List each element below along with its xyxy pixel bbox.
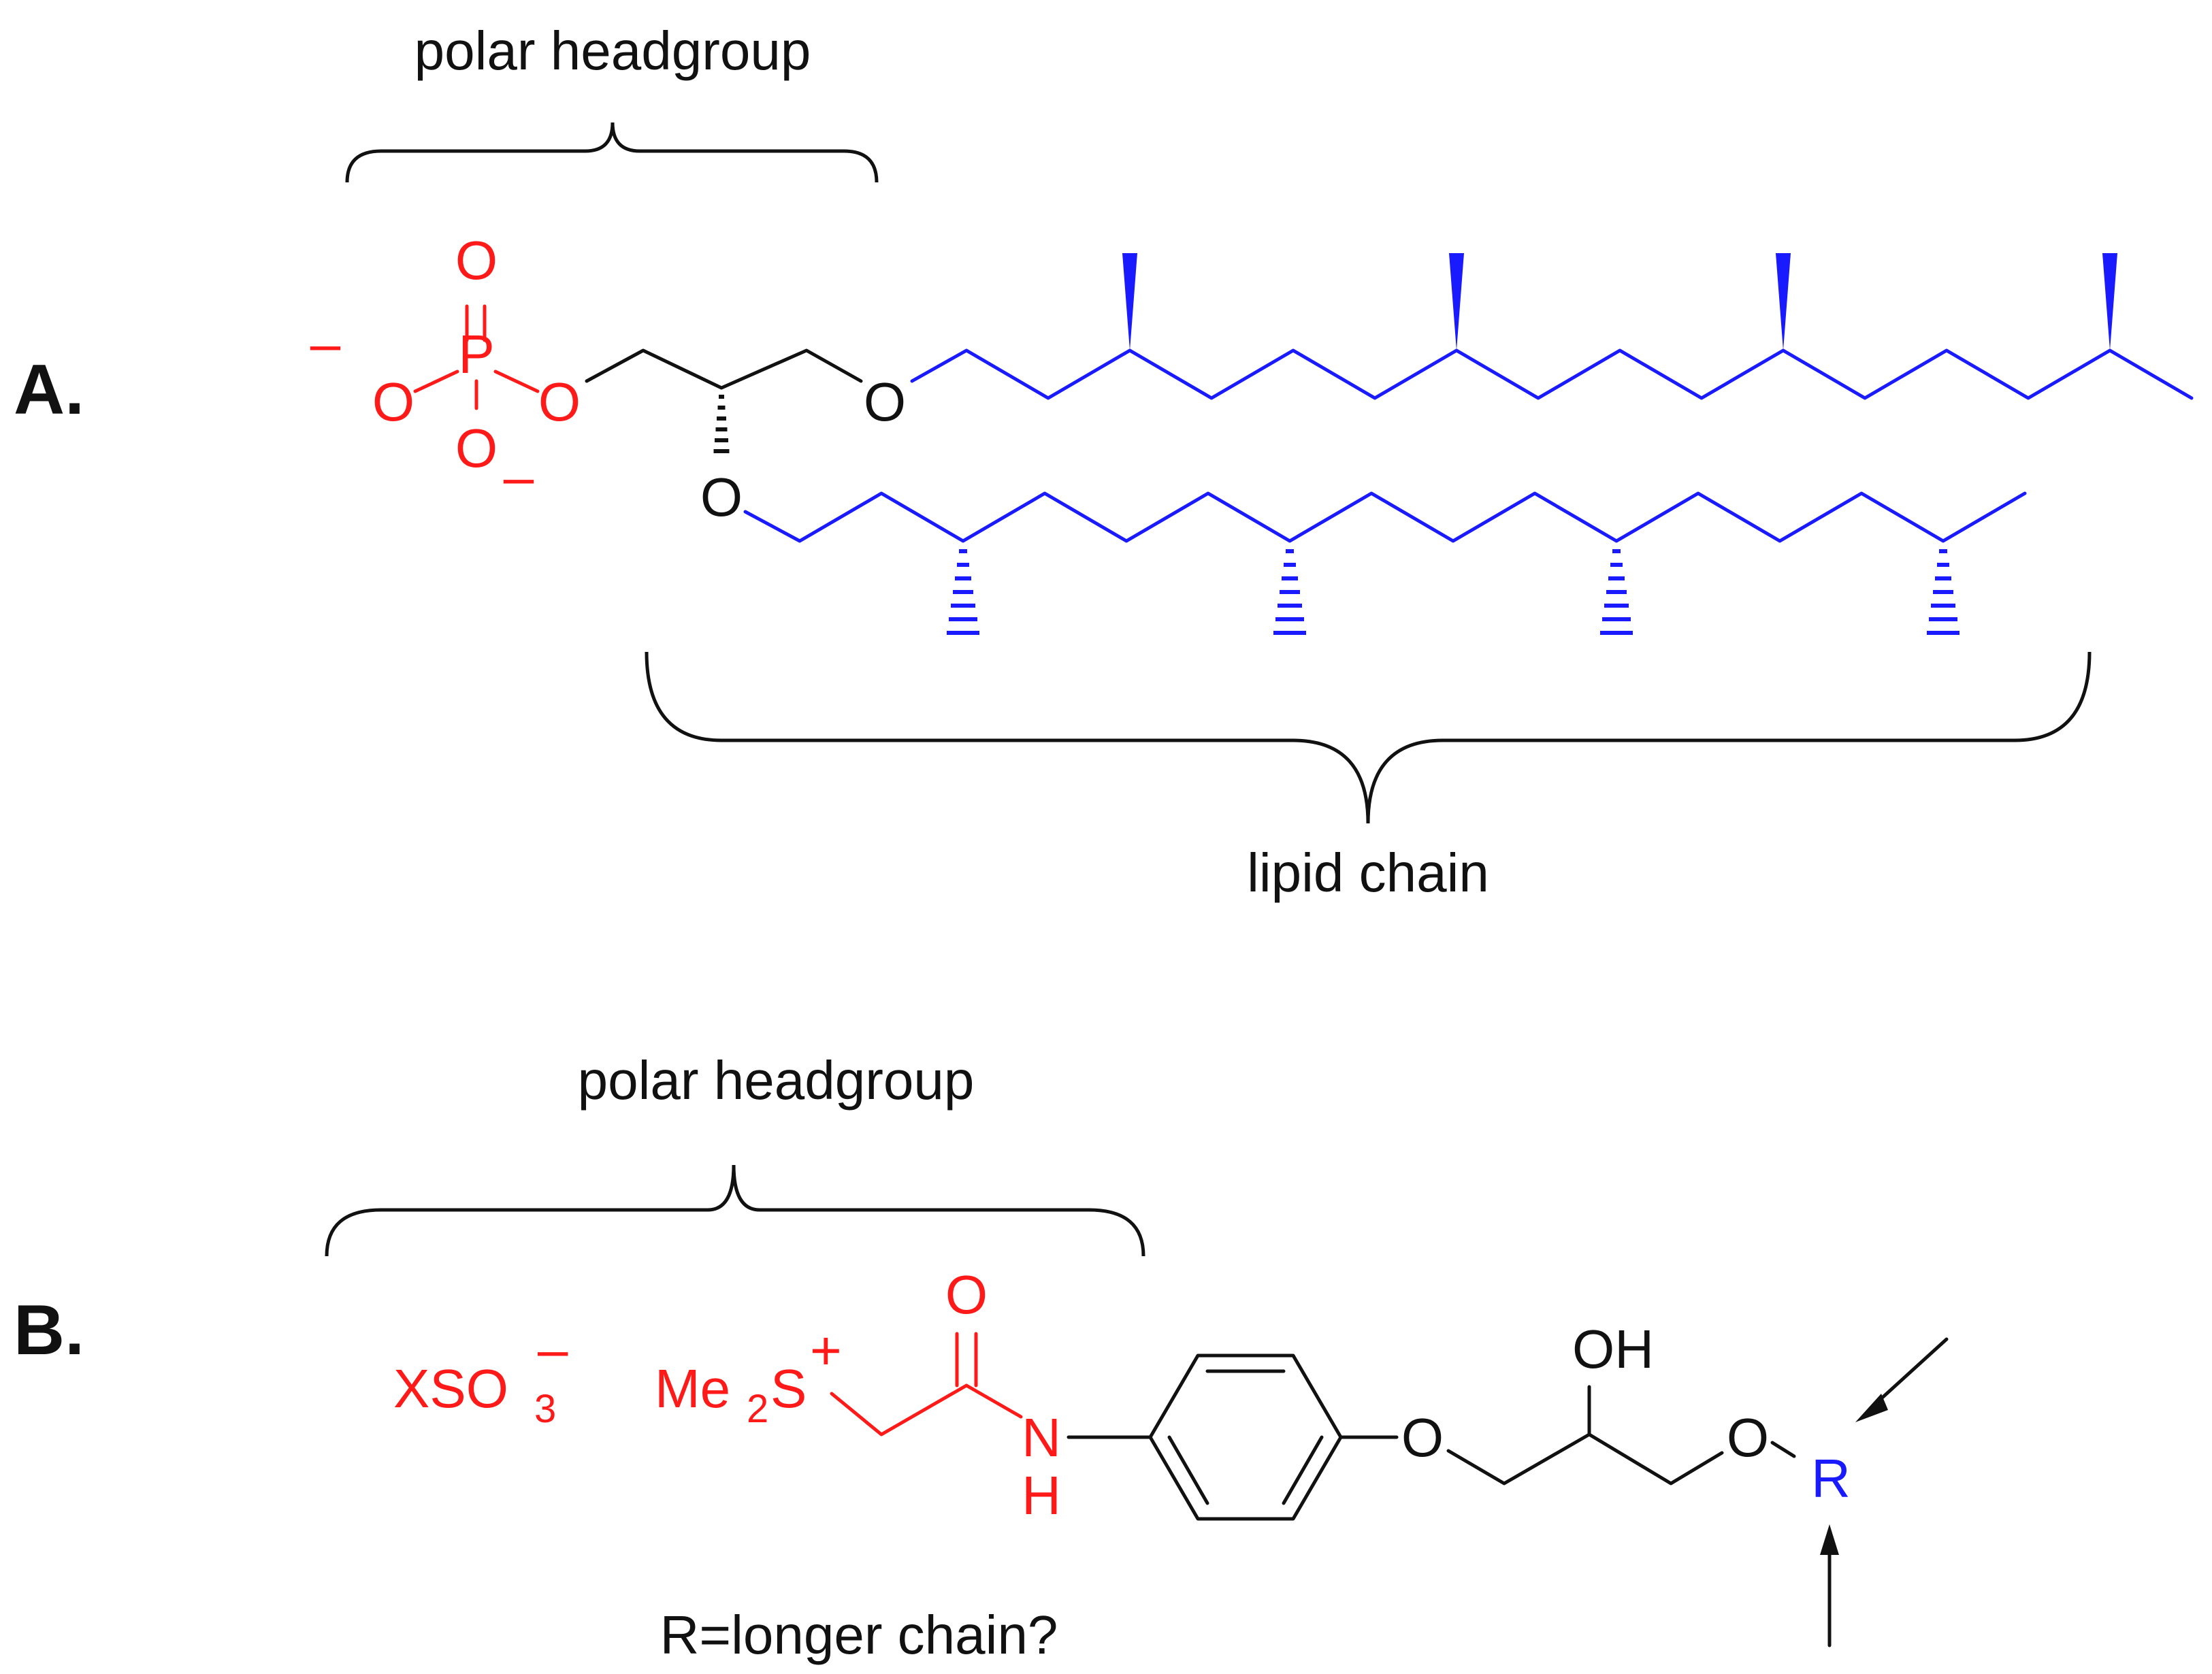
- panel-a-label: A.: [14, 350, 84, 429]
- vertical-arrow: [1820, 1524, 1839, 1647]
- panel-b-label: B.: [14, 1291, 84, 1370]
- hydroxyl-group: OH: [1572, 1319, 1654, 1379]
- phosphate-left-charge: –: [310, 313, 341, 374]
- phosphate-left-oxygen: O: [372, 372, 414, 432]
- upper-lipid-chain: [910, 348, 2194, 400]
- r-group: R: [1811, 1448, 1851, 1509]
- lower-chain-hashed-bonds: [947, 549, 1959, 635]
- benzene-ring: [1148, 1353, 1343, 1521]
- sulfonium-charge: +: [810, 1320, 842, 1381]
- diagonal-arrow: [1855, 1337, 1949, 1422]
- headgroup-label-b: polar headgroup: [578, 1050, 975, 1111]
- phosphate-bottom-charge: –: [504, 446, 534, 507]
- benzene-inner-bonds: [1167, 1369, 1324, 1505]
- headgroup-label-a: polar headgroup: [414, 20, 811, 81]
- counterion-text: XSO: [393, 1358, 508, 1419]
- sulfonate-counterion: XSO 3 –: [393, 1319, 568, 1431]
- terminal-ether-oxygen: O: [1727, 1407, 1769, 1468]
- aryl-ether-oxygen: O: [1401, 1407, 1444, 1468]
- amide-hydrogen: H: [1022, 1465, 1061, 1526]
- carbonyl-oxygen: O: [945, 1264, 988, 1325]
- counterion-subscript: 3: [534, 1387, 556, 1431]
- lower-lipid-chain: [743, 491, 2027, 543]
- sulfonium-sulfur: S: [770, 1358, 807, 1419]
- sulfonium-subscript: 2: [747, 1387, 768, 1431]
- r-group-question: R=longer chain?: [660, 1605, 1058, 1665]
- headgroup-brace-b: [325, 1164, 1145, 1257]
- sulfonium-group: Me 2 S +: [655, 1320, 842, 1431]
- phosphate-group: [413, 304, 540, 410]
- o-r-bond: [1770, 1441, 1796, 1458]
- sulfonium-methyl: Me: [655, 1358, 730, 1419]
- ether-oxygen-upper: O: [864, 372, 906, 432]
- phosphate-ester-oxygen: O: [538, 372, 581, 432]
- lipid-chain-brace: [645, 651, 2092, 824]
- glycerol-chain-b: [1446, 1432, 1724, 1486]
- acetamide-linker: [830, 1383, 1023, 1437]
- phosphorus-atom: P: [458, 324, 494, 384]
- phosphate-bottom-oxygen: O: [455, 418, 498, 478]
- phosphate-oxo-oxygen: O: [455, 230, 498, 291]
- lipid-chain-label: lipid chain: [1247, 842, 1489, 903]
- amide-nitrogen: N: [1022, 1407, 1061, 1468]
- counterion-charge: –: [538, 1319, 568, 1379]
- ether-oxygen-lower: O: [700, 467, 743, 527]
- upper-chain-wedges: [1122, 253, 2117, 350]
- headgroup-brace-a: [345, 122, 879, 183]
- glycerol-backbone: [585, 348, 863, 390]
